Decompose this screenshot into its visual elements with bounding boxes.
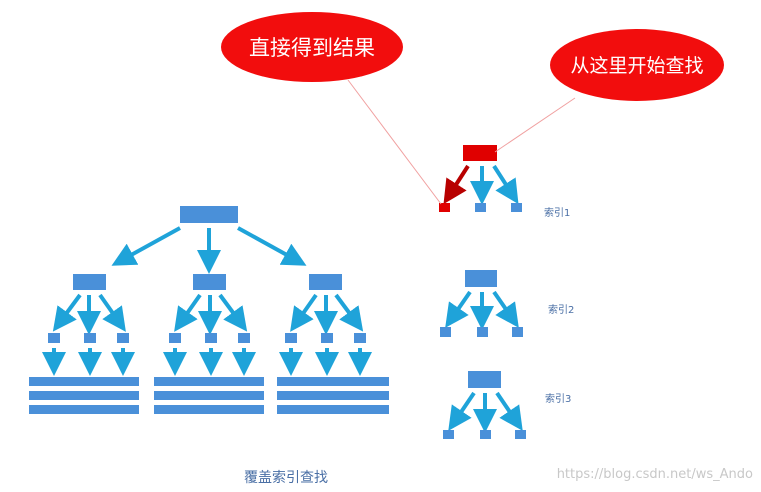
arrow bbox=[492, 164, 519, 205]
covering-index-tree: 覆盖索引查找 bbox=[29, 206, 389, 486]
callout-start-here: 从这里开始查找 bbox=[494, 29, 724, 153]
callout-text: 直接得到结果 bbox=[249, 36, 375, 60]
arrow bbox=[52, 293, 82, 332]
callout-pointer-line bbox=[347, 79, 442, 205]
leaf-node bbox=[512, 327, 523, 337]
leaf-node bbox=[443, 430, 454, 439]
data-row bbox=[277, 405, 389, 414]
index-tree-3: 索引3 bbox=[443, 371, 571, 439]
branch-node bbox=[309, 274, 342, 290]
arrow bbox=[218, 293, 248, 332]
callout-direct-result: 直接得到结果 bbox=[221, 12, 442, 205]
caption: 覆盖索引查找 bbox=[244, 469, 328, 486]
data-row bbox=[277, 377, 389, 386]
callout-pointer-line bbox=[494, 97, 576, 153]
leaf-node bbox=[205, 333, 217, 343]
arrow bbox=[495, 391, 523, 431]
root-node bbox=[465, 270, 497, 287]
leaf-node-highlighted bbox=[439, 203, 450, 212]
callout-bubble bbox=[221, 12, 403, 82]
arrow bbox=[492, 290, 519, 328]
arrow bbox=[98, 293, 126, 332]
leaf-node bbox=[169, 333, 181, 343]
leaf-node bbox=[354, 333, 366, 343]
watermark: https://blog.csdn.net/ws_Ando bbox=[557, 467, 753, 482]
arrow bbox=[448, 391, 476, 431]
leaf-node bbox=[515, 430, 526, 439]
highlight-arrow bbox=[443, 164, 470, 205]
data-row bbox=[29, 405, 139, 414]
leaf-node bbox=[48, 333, 60, 343]
leaf-node bbox=[117, 333, 129, 343]
arrow bbox=[445, 290, 472, 328]
data-row bbox=[154, 377, 264, 386]
leaf-node bbox=[321, 333, 333, 343]
arrow bbox=[237, 226, 307, 266]
data-row bbox=[277, 391, 389, 400]
index-label-1: 索引1 bbox=[544, 206, 570, 219]
data-row bbox=[29, 377, 139, 386]
data-row bbox=[154, 405, 264, 414]
arrow bbox=[290, 293, 318, 332]
callout-text: 从这里开始查找 bbox=[570, 55, 703, 77]
data-row bbox=[154, 391, 264, 400]
arrow bbox=[174, 293, 202, 332]
index-label-2: 索引2 bbox=[548, 303, 574, 316]
data-row bbox=[29, 391, 139, 400]
leaf-node bbox=[480, 430, 491, 439]
index-label-3: 索引3 bbox=[545, 392, 571, 405]
branch-node bbox=[73, 274, 106, 290]
arrow bbox=[334, 293, 364, 332]
index-tree-1: 索引1 bbox=[439, 145, 570, 219]
leaf-node bbox=[475, 203, 486, 212]
root-node bbox=[468, 371, 501, 388]
leaf-node bbox=[440, 327, 451, 337]
root-node bbox=[180, 206, 238, 223]
branch-node bbox=[193, 274, 226, 290]
arrow bbox=[111, 226, 181, 266]
leaf-node bbox=[477, 327, 488, 337]
leaf-node bbox=[238, 333, 250, 343]
leaf-node bbox=[285, 333, 297, 343]
index-tree-2: 索引2 bbox=[440, 270, 574, 337]
root-node-highlighted bbox=[463, 145, 497, 161]
callout-bubble bbox=[550, 29, 724, 101]
leaf-node bbox=[84, 333, 96, 343]
leaf-node bbox=[511, 203, 522, 212]
